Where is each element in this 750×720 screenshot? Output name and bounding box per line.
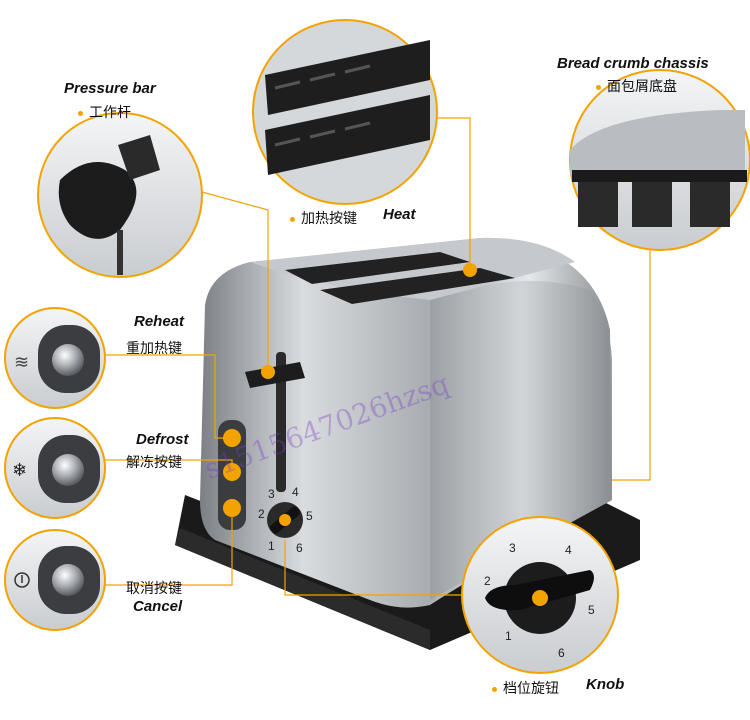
small-knob-number: 6 <box>296 541 303 555</box>
bullet-dot <box>596 84 601 90</box>
pressure-bar-label: Pressure bar <box>64 80 156 97</box>
knob-number: 3 <box>509 541 516 555</box>
defrost-label: Defrost <box>136 431 189 448</box>
knob-label: Knob <box>586 676 625 693</box>
crumb-chassis-label: Bread crumb chassis <box>557 55 709 72</box>
small-knob-number: 4 <box>292 485 299 499</box>
crumb-chassis-label-cn: 面包屑底盘 <box>596 76 677 96</box>
reheat-label-cn: 重加热键 <box>126 340 182 356</box>
defrost-label-cn: 解冻按键 <box>126 454 182 470</box>
small-knob-number: 1 <box>268 539 275 553</box>
cancel-label: Cancel <box>133 598 183 615</box>
bullet-dot <box>78 110 83 116</box>
svg-text:❄: ❄ <box>12 460 27 481</box>
bullet-dot <box>492 686 497 692</box>
reheat-button-closeup: ≋ <box>4 307 106 409</box>
knob-number: 6 <box>558 646 565 660</box>
bullet-dot <box>290 216 295 222</box>
svg-text:≋: ≋ <box>14 352 29 373</box>
knob-closeup: 3 4 2 5 1 6 <box>461 516 619 674</box>
heat-closeup <box>252 19 438 205</box>
knob-label-cn: 档位旋钮 <box>492 678 559 698</box>
heat-label-cn: 加热按键 <box>290 208 357 228</box>
pressure-bar-closeup <box>37 112 203 278</box>
defrost-button-closeup: ❄ <box>4 417 106 519</box>
toaster-body: 3 4 2 5 1 6 <box>200 237 612 608</box>
knob-number: 1 <box>505 629 512 643</box>
pressure-bar-label-cn: 工作杆 <box>78 102 131 122</box>
leader-lines <box>100 117 651 596</box>
reheat-label: Reheat <box>134 313 185 330</box>
cancel-button-closeup <box>4 529 106 631</box>
small-knob-number: 5 <box>306 509 313 523</box>
knob-number: 5 <box>588 603 595 617</box>
crumb-tray-closeup <box>569 69 750 251</box>
small-knob-number: 2 <box>258 507 265 521</box>
knob-number: 4 <box>565 543 572 557</box>
cancel-label-cn: 取消按键 <box>126 580 182 596</box>
heat-label: Heat <box>383 206 416 223</box>
knob-number: 2 <box>484 574 491 588</box>
small-knob-number: 3 <box>268 487 275 501</box>
